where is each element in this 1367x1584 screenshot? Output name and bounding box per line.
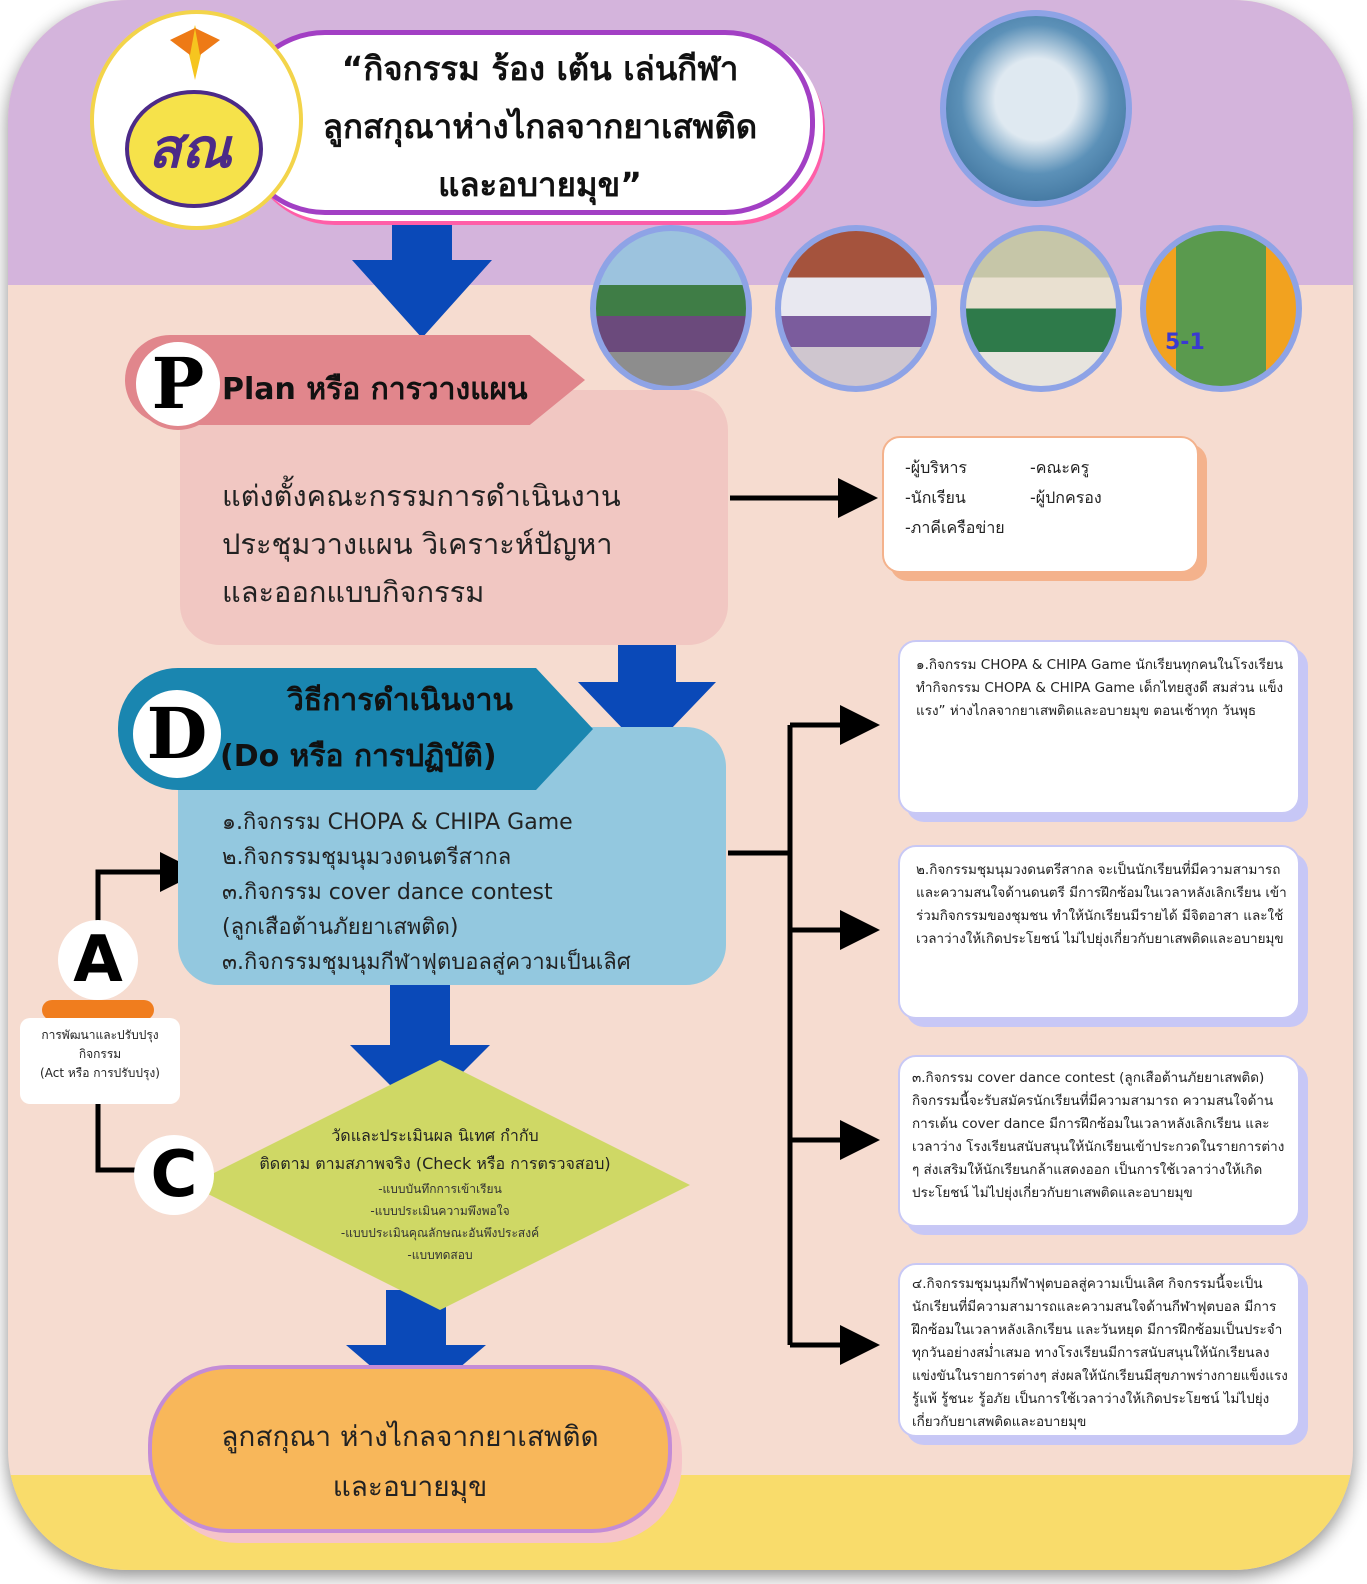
act-line: (Act หรือ การปรับปรุง) (40, 1066, 160, 1080)
arrow-plan-to-do (578, 622, 716, 754)
act-line: การพัฒนาและปรับปรุง (41, 1028, 159, 1042)
check-tool: -แบบบันทึกการเข้าเรียน (378, 1182, 502, 1196)
title-line-2: ลูกสกุณาห่างไกลจากยาเสพติด (322, 107, 758, 146)
photo-exercise-outdoor (590, 225, 752, 392)
photo-football (1140, 225, 1302, 392)
activity-note-text: ๒.กิจกรรมชุมนุมวงดนตรีสากล จะเป็นนักเรีย… (916, 862, 1287, 947)
plan-description: แต่งตั้งคณะกรรมการดำเนินงาน ประชุมวางแผน… (222, 472, 621, 616)
result-line: ลูกสกุณา ห่างไกลจากยาเสพติด (221, 1420, 599, 1453)
stakeholder-item: -คณะครู (1030, 458, 1090, 477)
arrow-check-to-result (346, 1290, 486, 1405)
check-description: วัดและประเมินผล นิเทศ กำกับ ติดตาม ตามสภ… (215, 1122, 655, 1178)
check-tool: -แบบประเมินความพึงพอใจ (370, 1204, 510, 1218)
check-line: วัดและประเมินผล นิเทศ กำกับ (331, 1126, 539, 1145)
plan-line: แต่งตั้งคณะกรรมการดำเนินงาน (222, 479, 621, 513)
act-loop-line (95, 1095, 150, 1173)
stakeholder-item: -ภาคีเครือข่าย (905, 518, 1005, 537)
check-tool: -แบบประเมินคุณลักษณะอันพึงประสงค์ (340, 1226, 540, 1240)
do-letter: D (128, 685, 226, 783)
activity-note-3: ๓.กิจกรรม cover dance contest (ลูกเสือต้… (898, 1055, 1300, 1227)
check-tool: -แบบทดสอบ (407, 1248, 473, 1262)
stakeholder-item: -นักเรียน (905, 488, 966, 507)
logo-text: สณ (148, 117, 232, 180)
result-line: และอบายมุข (332, 1470, 488, 1503)
plan-box (180, 390, 728, 645)
arrow-title-to-plan (352, 200, 492, 338)
plan-line: และออกแบบกิจกรรม (222, 575, 485, 609)
photo-dance-students (960, 225, 1122, 392)
activity-note-text: ๔.กิจกรรมชุมนุมกีฬาฟุตบอลสู่ความเป็นเลิศ… (912, 1276, 1288, 1430)
act-letter: A (58, 920, 138, 1000)
stakeholder-item: -ผู้บริหาร (905, 458, 968, 477)
title-line-1: “กิจกรรม ร้อง เต้น เล่นกีฬา (341, 49, 739, 88)
activity-note-2: ๒.กิจกรรมชุมนุมวงดนตรีสากล จะเป็นนักเรีย… (898, 845, 1300, 1019)
result-pill (148, 1365, 672, 1533)
stakeholder-item: -ผู้ปกครอง (1030, 488, 1102, 507)
result-text: ลูกสกุณา ห่างไกลจากยาเสพติด และอบายมุข (160, 1412, 660, 1512)
photo-award-plaque (940, 10, 1132, 207)
title-pill (235, 30, 815, 215)
check-line: ติดตาม ตามสภาพจริง (Check หรือ การตรวจสอ… (259, 1154, 611, 1173)
logo-emblem (125, 90, 263, 208)
act-label: การพัฒนาและปรับปรุง กิจกรรม (Act หรือ กา… (20, 1018, 180, 1104)
plan-line: ประชุมวางแผน วิเคราะห์ปัญหา (222, 527, 613, 561)
do-activity: ๓.กิจกรรมชุมนุมกีฬาฟุตบอลสู่ความเป็นเลิศ (222, 950, 631, 975)
do-activity: ๓.กิจกรรม cover dance contest (222, 880, 553, 905)
check-tools: -แบบบันทึกการเข้าเรียน -แบบประเมินความพึ… (280, 1178, 600, 1266)
act-line: กิจกรรม (78, 1047, 122, 1061)
activity-note-text: ๑.กิจกรรม CHOPA & CHIPA Game นักเรียนทุก… (916, 657, 1284, 719)
do-activity: ๑.กิจกรรม CHOPA & CHIPA Game (222, 810, 573, 835)
title-line-3: และอบายมุข” (438, 165, 642, 204)
do-activity: ๒.กิจกรรมชุมนุมวงดนตรีสากล (222, 845, 512, 870)
activity-note-1: ๑.กิจกรรม CHOPA & CHIPA Game นักเรียนทุก… (898, 640, 1300, 814)
check-letter: C (134, 1135, 214, 1215)
do-activity-list: ๑.กิจกรรม CHOPA & CHIPA Game ๒.กิจกรรมชุ… (222, 805, 631, 980)
do-subtitle: (Do หรือ การปฏิบัติ) (220, 739, 497, 774)
activity-note-text: ๓.กิจกรรม cover dance contest (ลูกเสือต้… (912, 1070, 1285, 1201)
stakeholders-box (882, 436, 1199, 573)
act-underline (42, 1000, 154, 1020)
football-score-badge: 5-1 (1165, 330, 1205, 355)
plan-letter: P (132, 338, 224, 430)
arrow-do-to-check (350, 985, 490, 1115)
do-activity: (ลูกเสือต้านภัยยาเสพติด) (222, 915, 459, 940)
plan-title: Plan หรือ การวางแผน (222, 372, 528, 407)
do-title: วิธีการดำเนินงาน (287, 683, 513, 718)
page-title: “กิจกรรม ร้อง เต้น เล่นกีฬา ลูกสกุณาห่าง… (300, 40, 780, 214)
photo-hall-activity (775, 225, 937, 392)
activity-note-4: ๔.กิจกรรมชุมนุมกีฬาฟุตบอลสู่ความเป็นเลิศ… (898, 1263, 1300, 1437)
torch-icon (170, 25, 220, 80)
